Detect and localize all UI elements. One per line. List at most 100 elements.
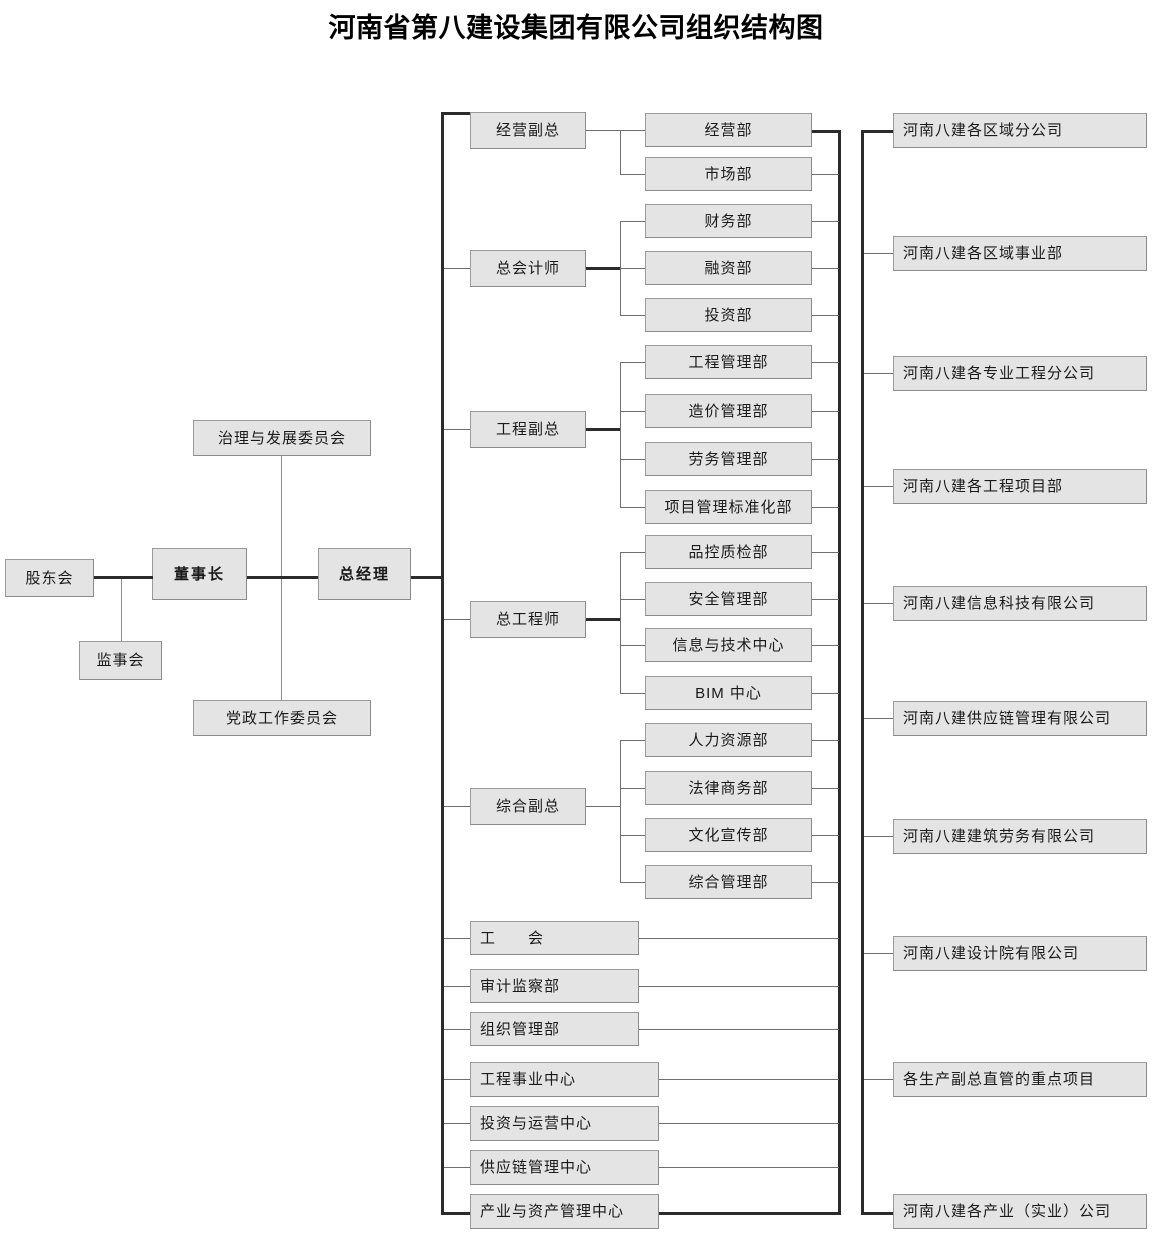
bus-exec2-vertical xyxy=(620,362,621,507)
connector-dept-0-1 xyxy=(620,174,645,175)
box-shareholders[interactable]: 股东会 xyxy=(5,559,94,597)
box-subsidiary-0[interactable]: 河南八建各区域分公司 xyxy=(893,113,1147,148)
tie-direct-unit-2 xyxy=(639,1029,839,1030)
tie-dept-3-3 xyxy=(812,693,839,694)
box-governance-committee[interactable]: 治理与发展委员会 xyxy=(193,420,371,456)
connector-dept-1-1 xyxy=(620,268,645,269)
box-department-3-3[interactable]: BIM 中心 xyxy=(645,676,812,710)
box-department-4-1[interactable]: 法律商务部 xyxy=(645,771,812,805)
box-direct-unit-1[interactable]: 审计监察部 xyxy=(470,969,639,1003)
box-direct-unit-0[interactable]: 工 会 xyxy=(470,921,639,955)
box-executive-3[interactable]: 总工程师 xyxy=(470,601,586,638)
tie-dept-1-1 xyxy=(812,268,839,269)
box-executive-1[interactable]: 总会计师 xyxy=(470,250,586,287)
trunk-subsidiaries-bottom-cap xyxy=(861,1212,893,1215)
box-department-2-0[interactable]: 工程管理部 xyxy=(645,345,812,379)
connector-shareholders-chairman xyxy=(94,576,153,579)
connector-dept-1-0 xyxy=(620,221,645,222)
box-executive-0[interactable]: 经营副总 xyxy=(470,112,586,149)
tie-center-0 xyxy=(659,1079,839,1080)
box-department-1-2[interactable]: 投资部 xyxy=(645,298,812,332)
trunk-top-cap xyxy=(441,112,471,115)
tie-direct-unit-0 xyxy=(639,938,839,939)
box-direct-unit-2[interactable]: 组织管理部 xyxy=(470,1012,639,1046)
connector-dept-3-2 xyxy=(620,645,645,646)
tie-dept-1-0 xyxy=(812,221,839,222)
box-subsidiary-4[interactable]: 河南八建信息科技有限公司 xyxy=(893,586,1147,621)
box-center-3[interactable]: 产业与资产管理中心 xyxy=(470,1194,659,1229)
tie-dept-4-3 xyxy=(812,882,839,883)
connector-subsidiary-1 xyxy=(864,253,893,254)
box-department-0-0[interactable]: 经营部 xyxy=(645,113,812,147)
box-department-3-1[interactable]: 安全管理部 xyxy=(645,582,812,616)
connector-subsidiary-2 xyxy=(864,373,893,374)
connector-exec4-stub xyxy=(586,806,620,807)
connector-exec0-stub xyxy=(586,130,620,131)
connector-center-2 xyxy=(444,1167,470,1168)
box-executive-4[interactable]: 综合副总 xyxy=(470,788,586,825)
bus-exec4-vertical xyxy=(620,740,621,882)
box-executive-2[interactable]: 工程副总 xyxy=(470,411,586,448)
tie-dept-2-0 xyxy=(812,362,839,363)
box-subsidiary-9[interactable]: 河南八建各产业（实业）公司 xyxy=(893,1194,1147,1229)
tie-dept-2-2 xyxy=(812,459,839,460)
tie-dept-3-0 xyxy=(812,552,839,553)
tie-center-1 xyxy=(659,1123,839,1124)
box-general-manager[interactable]: 总经理 xyxy=(318,548,411,600)
connector-center-1 xyxy=(444,1123,470,1124)
connector-chairman-gm xyxy=(247,576,318,579)
box-department-3-0[interactable]: 品控质检部 xyxy=(645,535,812,569)
box-department-2-2[interactable]: 劳务管理部 xyxy=(645,442,812,476)
connector-trunk-executive-1 xyxy=(444,268,470,269)
trunk-bottom-cap xyxy=(441,1212,471,1215)
box-department-4-2[interactable]: 文化宣传部 xyxy=(645,818,812,852)
box-department-4-0[interactable]: 人力资源部 xyxy=(645,723,812,757)
connector-dept-3-0 xyxy=(620,552,645,553)
connector-supervisors-vertical xyxy=(121,578,122,641)
connector-subsidiary-5 xyxy=(864,718,893,719)
tie-dept-2-3 xyxy=(812,507,839,508)
tie-dept-3-2 xyxy=(812,645,839,646)
connector-dept-2-1 xyxy=(620,411,645,412)
connector-dept-0-0 xyxy=(620,130,645,131)
connector-trunk-executive-4 xyxy=(444,806,470,807)
connector-trunk-executive-3 xyxy=(444,619,470,620)
box-department-1-1[interactable]: 融资部 xyxy=(645,251,812,285)
connector-subsidiary-7 xyxy=(864,953,893,954)
connector-dept-2-2 xyxy=(620,459,645,460)
tie-center-2 xyxy=(659,1167,839,1168)
box-department-4-3[interactable]: 综合管理部 xyxy=(645,865,812,899)
trunk-subsidiaries-vertical xyxy=(861,130,864,1215)
box-subsidiary-1[interactable]: 河南八建各区域事业部 xyxy=(893,236,1147,271)
trunk-main-vertical xyxy=(441,112,444,1215)
box-department-1-0[interactable]: 财务部 xyxy=(645,204,812,238)
connector-trunk-executive-2 xyxy=(444,429,470,430)
box-subsidiary-7[interactable]: 河南八建设计院有限公司 xyxy=(893,936,1147,971)
connector-dept-4-0 xyxy=(620,740,645,741)
box-department-3-2[interactable]: 信息与技术中心 xyxy=(645,628,812,662)
bus-departments-bottom-cap xyxy=(658,1212,841,1215)
box-supervisors[interactable]: 监事会 xyxy=(79,641,162,680)
connector-subsidiary-6 xyxy=(864,836,893,837)
box-subsidiary-5[interactable]: 河南八建供应链管理有限公司 xyxy=(893,701,1147,736)
box-party-committee[interactable]: 党政工作委员会 xyxy=(193,700,371,736)
box-subsidiary-3[interactable]: 河南八建各工程项目部 xyxy=(893,469,1147,504)
box-center-2[interactable]: 供应链管理中心 xyxy=(470,1150,659,1185)
box-department-0-1[interactable]: 市场部 xyxy=(645,157,812,191)
box-subsidiary-6[interactable]: 河南八建建筑劳务有限公司 xyxy=(893,819,1147,854)
box-department-2-3[interactable]: 项目管理标准化部 xyxy=(645,490,812,524)
box-chairman[interactable]: 董事长 xyxy=(152,548,247,600)
box-center-1[interactable]: 投资与运营中心 xyxy=(470,1106,659,1141)
connector-subsidiary-3 xyxy=(864,486,893,487)
box-center-0[interactable]: 工程事业中心 xyxy=(470,1062,659,1097)
tie-dept-1-2 xyxy=(812,315,839,316)
box-department-2-1[interactable]: 造价管理部 xyxy=(645,394,812,428)
trunk-subsidiaries-top-cap xyxy=(861,130,893,133)
connector-direct-unit-1 xyxy=(444,986,470,987)
box-subsidiary-2[interactable]: 河南八建各专业工程分公司 xyxy=(893,356,1147,391)
box-subsidiary-8[interactable]: 各生产副总直管的重点项目 xyxy=(893,1062,1147,1097)
connector-dept-1-2 xyxy=(620,315,645,316)
tie-dept-2-1 xyxy=(812,411,839,412)
bus-departments-top-cap xyxy=(812,130,841,133)
